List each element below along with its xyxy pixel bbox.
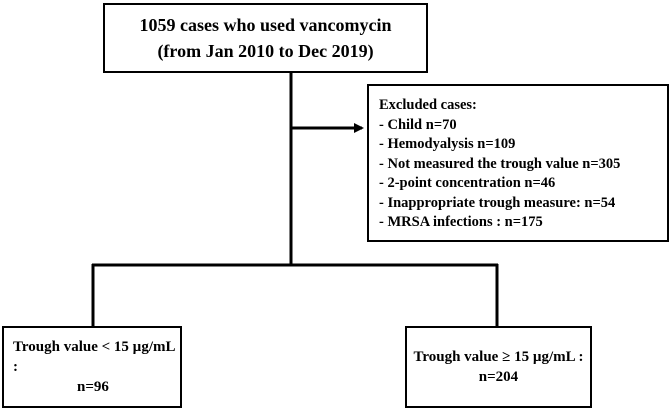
excluded-item-mrsa: MRSA infections : n=175 <box>379 213 667 233</box>
excluded-item-child: Child n=70 <box>379 116 667 136</box>
excluded-list: Child n=70 Hemodyalysis n=109 Not measur… <box>379 116 667 233</box>
excluded-item-hemodialysis: Hemodyalysis n=109 <box>379 135 667 155</box>
low-trough-box: Trough value < 15 µg/mL : n=96 <box>2 326 182 408</box>
low-trough-label: Trough value < 15 µg/mL : <box>13 339 175 375</box>
excluded-cases-box: Excluded cases: Child n=70 Hemodyalysis … <box>367 84 669 242</box>
high-trough-count: n=204 <box>478 369 519 385</box>
excluded-item-not-measured: Not measured the trough value n=305 <box>379 155 667 175</box>
excluded-item-inappropriate: Inappropriate trough measure: n=54 <box>379 194 667 214</box>
high-trough-label: Trough value ≥ 15 µg/mL : <box>413 349 584 365</box>
excluded-title: Excluded cases: <box>379 97 477 113</box>
total-cases-text: 1059 cases who used vancomycin <box>139 15 392 35</box>
excluded-item-two-point: 2-point concentration n=46 <box>379 174 667 194</box>
date-range-text: (from Jan 2010 to Dec 2019) <box>157 41 374 61</box>
low-trough-count: n=96 <box>77 379 109 395</box>
high-trough-box: Trough value ≥ 15 µg/mL : n=204 <box>405 326 592 408</box>
total-cases-box: 1059 cases who used vancomycin (from Jan… <box>103 3 428 73</box>
